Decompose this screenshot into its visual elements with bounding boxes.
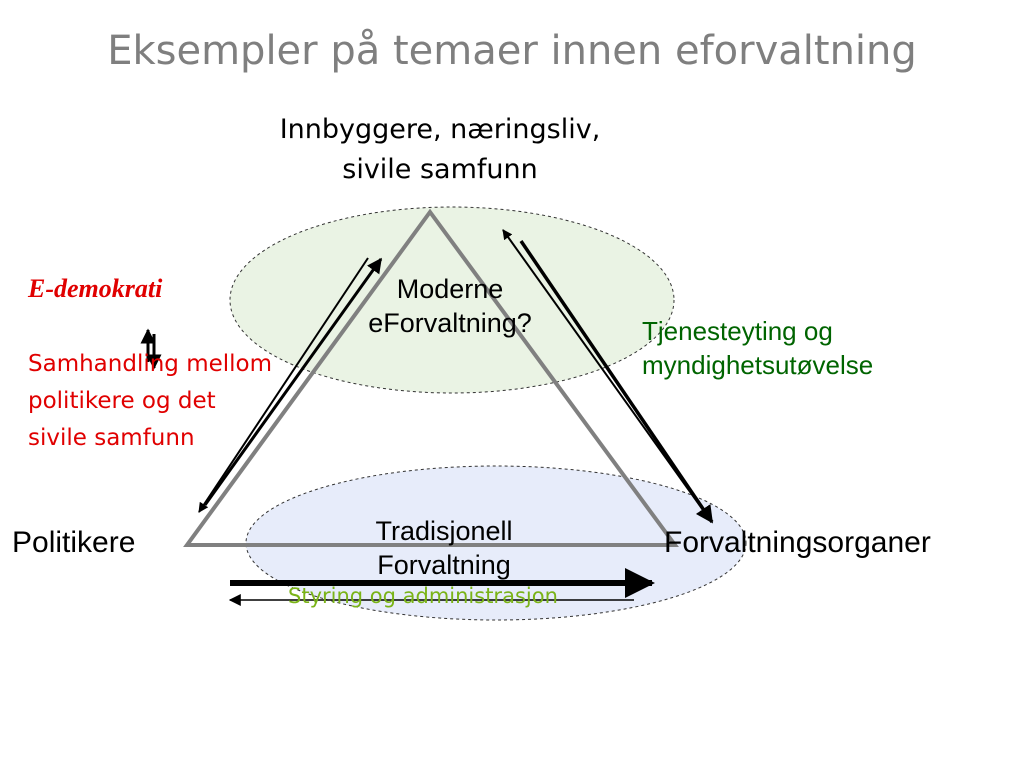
traditional-line2: Forvaltning xyxy=(377,550,511,580)
right-edge-arrow-up xyxy=(502,229,704,511)
top-node-label: Innbyggere, næringsliv, sivile samfunn xyxy=(240,110,640,190)
traditional-forvaltning-label: Tradisjonell Forvaltning xyxy=(330,514,558,582)
bottom-edge-label: Styring og administrasjon xyxy=(288,584,558,608)
left-edge-line1: Samhandling mellom xyxy=(28,351,273,377)
modern-line2: eForvaltning? xyxy=(368,308,532,338)
left-edge-label: Samhandling mellom politikere og det siv… xyxy=(28,346,272,457)
right-node-label: Forvaltningsorganer xyxy=(664,526,931,559)
left-edge-arrow-down xyxy=(198,257,369,513)
right-edge-line1: Tjenesteyting og xyxy=(642,316,833,346)
left-node-label: Politikere xyxy=(12,526,136,559)
right-edge-label: Tjenesteyting og myndighetsutøvelse xyxy=(642,314,873,382)
edemokrati-label: E-demokrati xyxy=(28,274,163,303)
left-edge-line3: sivile samfunn xyxy=(28,425,195,451)
relationship-triangle xyxy=(183,208,679,547)
traditional-line1: Tradisjonell xyxy=(375,516,513,546)
slide-title: Eksempler på temaer innen eforvaltning xyxy=(107,28,917,74)
left-edge-arrow-up xyxy=(203,257,383,506)
modern-eforvaltning-ellipse xyxy=(229,206,675,394)
modern-eforvaltning-label: Moderne eForvaltning? xyxy=(340,272,560,340)
right-edge-arrow-down xyxy=(519,240,714,524)
top-node-line1: Innbyggere, næringsliv, xyxy=(279,114,601,145)
modern-line1: Moderne xyxy=(396,274,504,304)
right-edge-line2: myndighetsutøvelse xyxy=(642,350,874,380)
left-edge-line2: politikere og det xyxy=(28,388,216,414)
top-node-line2: sivile samfunn xyxy=(342,154,538,185)
